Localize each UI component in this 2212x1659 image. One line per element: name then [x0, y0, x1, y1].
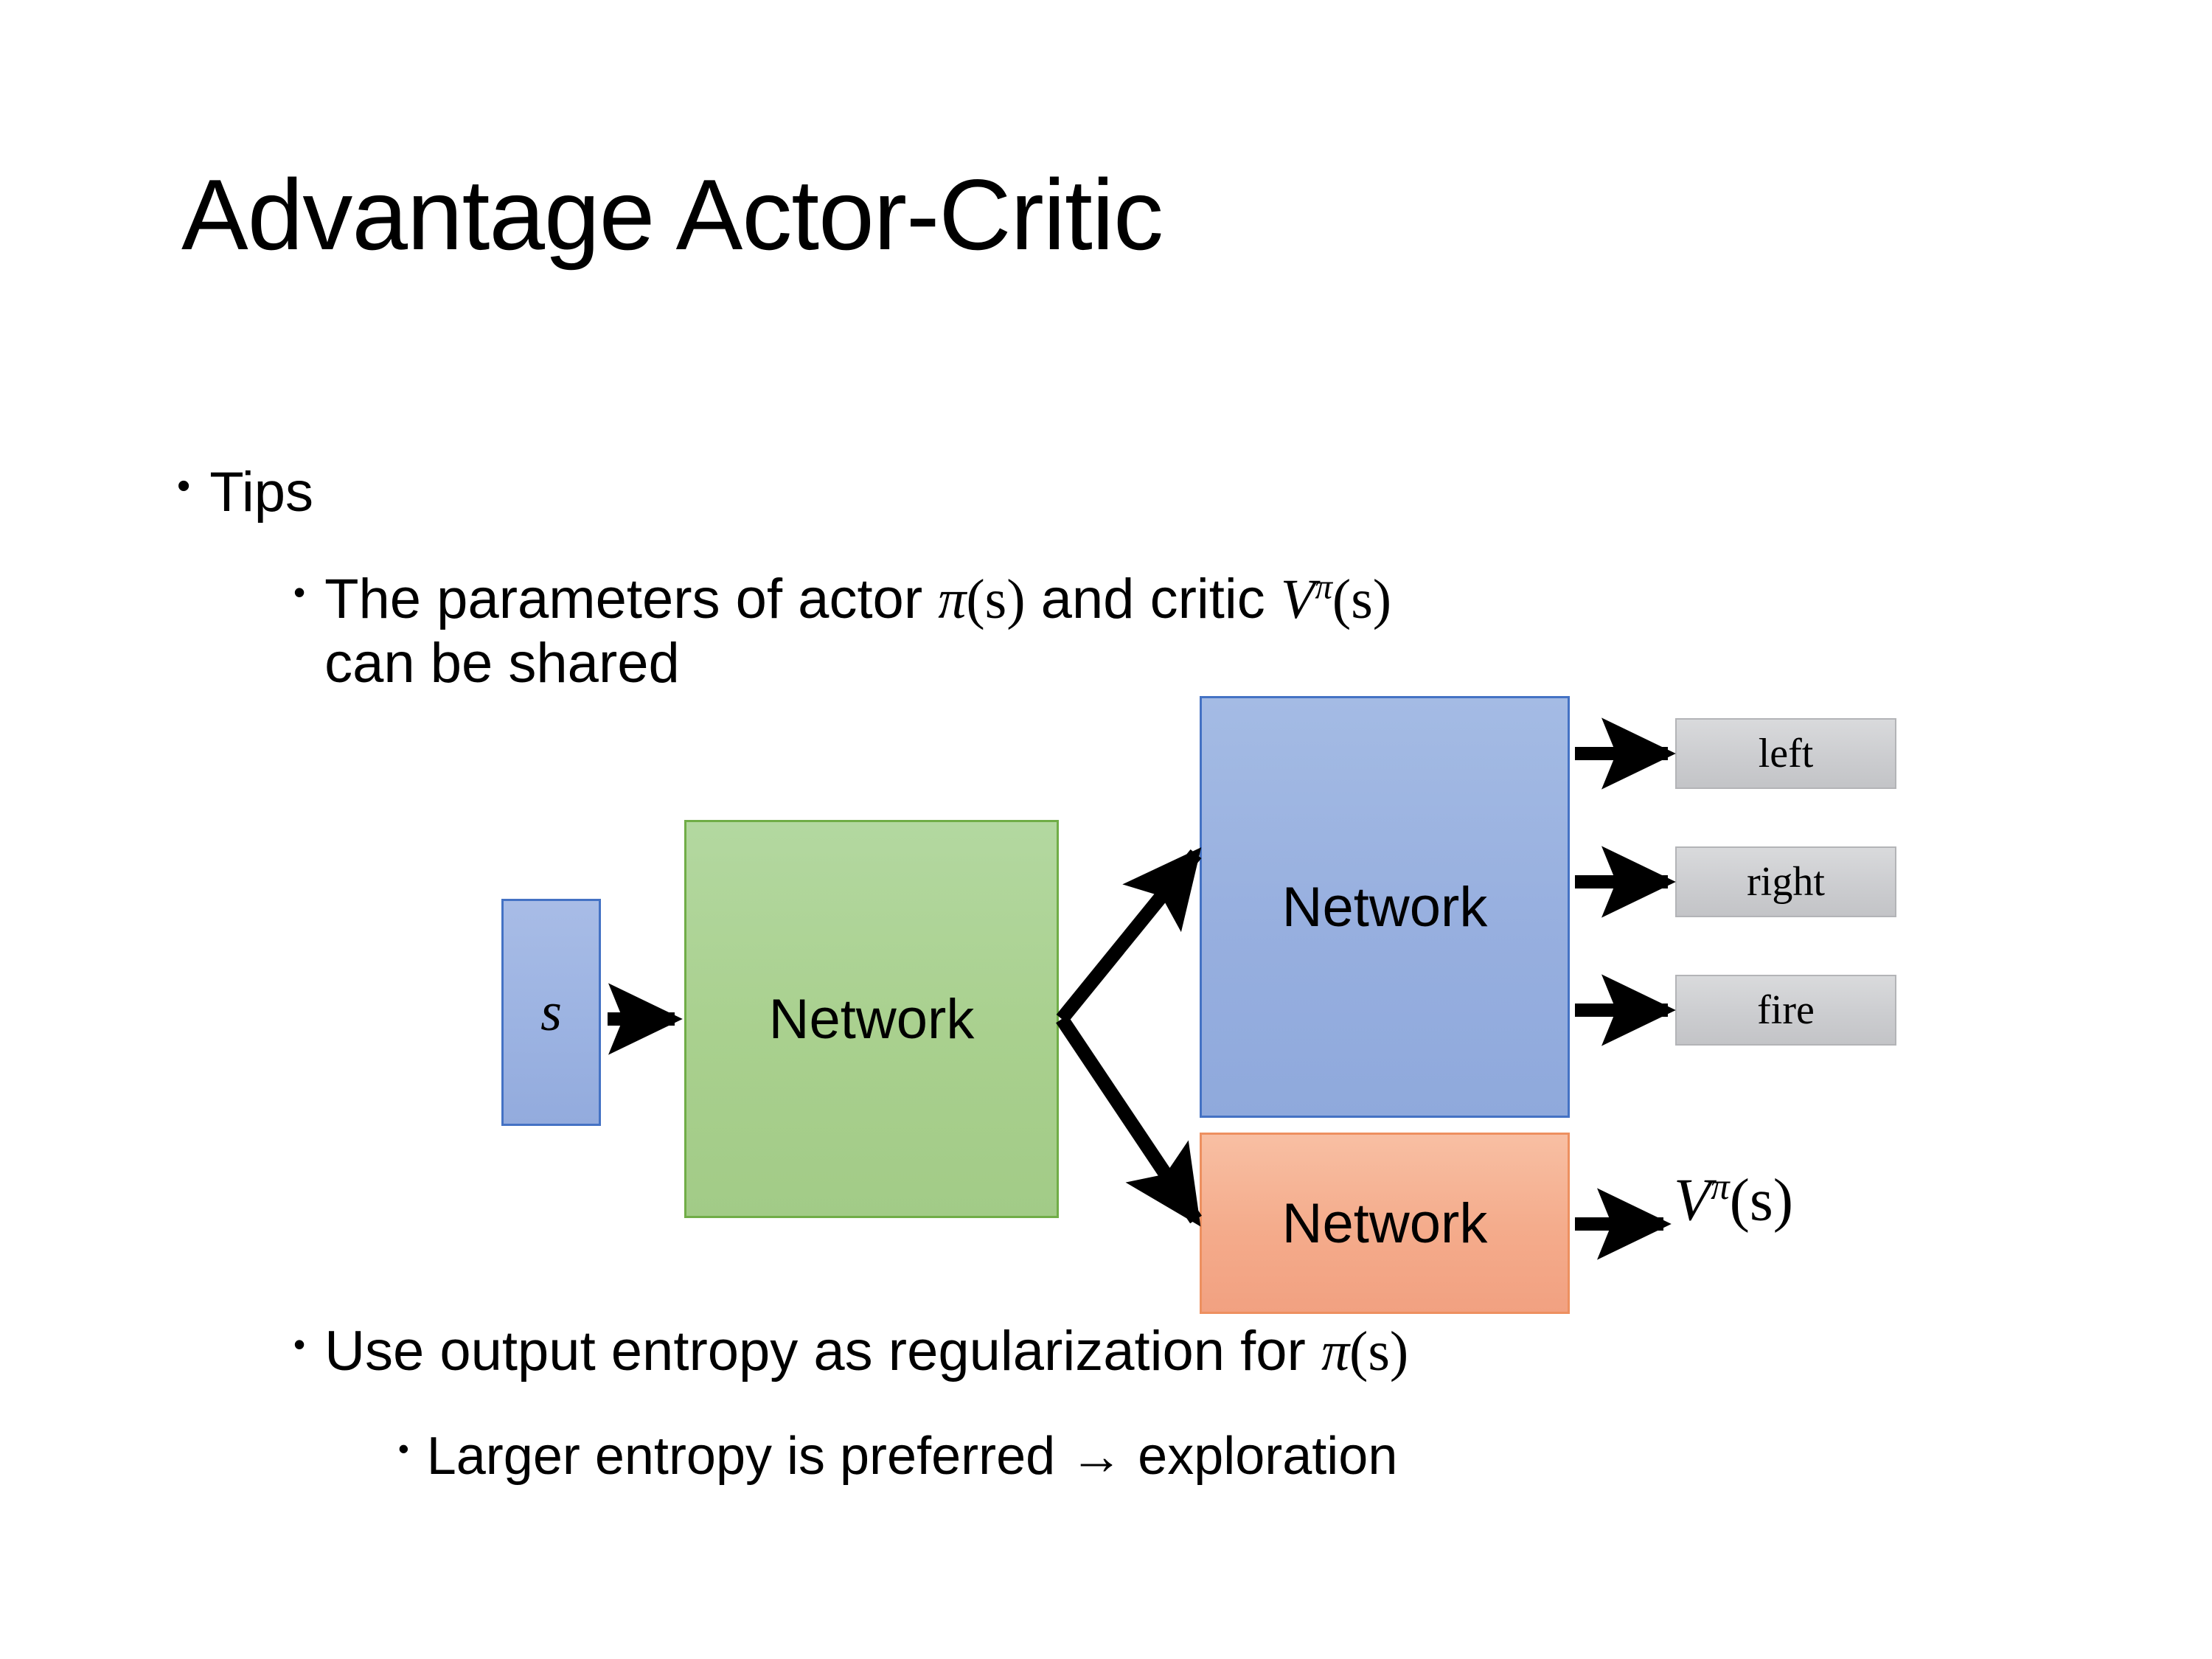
bullet-entropy-text: Use output entropy as regularization for…: [324, 1320, 2063, 1383]
shared-to-actor-branch-arrow: [1056, 847, 1202, 1023]
critic-output-symbol: V: [1674, 1166, 1711, 1234]
state-symbol-label: s: [540, 981, 562, 1043]
critic-output-value-label: Vπ(s): [1674, 1165, 1793, 1234]
bullet-shared-parameters-text: The parameters of actor π(s) and critic …: [324, 568, 2100, 695]
page-title: Advantage Actor-Critic: [181, 159, 1164, 271]
critic-value-math: Vπ(s): [1280, 568, 1392, 630]
critic-output-argument: (s): [1729, 1166, 1794, 1234]
state-input-box: s: [501, 899, 601, 1126]
bullet-shared-parameters: • The parameters of actor π(s) and criti…: [293, 568, 2100, 695]
policy-math: π(s): [1321, 1321, 1409, 1382]
shared-to-critic-branch-arrow: [1056, 1015, 1202, 1227]
shared-network-box: Network: [684, 820, 1059, 1218]
action-output-right: right: [1675, 846, 1896, 917]
bullet-tips: • Tips: [177, 461, 313, 524]
critic-output-superscript: π: [1711, 1166, 1730, 1207]
shared-network-label: Network: [768, 987, 975, 1051]
bullet-larger-entropy-label: Larger entropy is preferred → exploratio…: [426, 1427, 1398, 1486]
critic-network-box: Network: [1200, 1133, 1570, 1314]
action-output-right-label: right: [1747, 859, 1825, 905]
action-output-left: left: [1675, 718, 1896, 789]
bullet-entropy-regularization: • Use output entropy as regularization f…: [293, 1320, 2063, 1383]
bullet-marker-icon: •: [398, 1431, 409, 1466]
bullet-marker-icon: •: [293, 1325, 306, 1363]
action-output-left-label: left: [1758, 731, 1814, 776]
actor-policy-math: π(s): [938, 568, 1026, 630]
bullet-marker-icon: •: [293, 573, 306, 611]
entropy-prefix: Use output entropy as regularization for: [324, 1320, 1321, 1382]
params-line2: can be shared: [324, 631, 680, 695]
bullet-tips-label: Tips: [209, 461, 313, 524]
actor-network-box: Network: [1200, 696, 1570, 1118]
actor-network-label: Network: [1281, 875, 1488, 939]
params-line1-prefix: The parameters of actor: [324, 568, 939, 630]
bullet-marker-icon: •: [177, 465, 191, 507]
action-output-fire-label: fire: [1757, 987, 1815, 1033]
critic-network-label: Network: [1281, 1192, 1488, 1255]
action-output-fire: fire: [1675, 975, 1896, 1046]
bullet-larger-entropy: • Larger entropy is preferred → explorat…: [398, 1427, 2094, 1486]
params-line1-middle: and critic: [1025, 568, 1281, 630]
